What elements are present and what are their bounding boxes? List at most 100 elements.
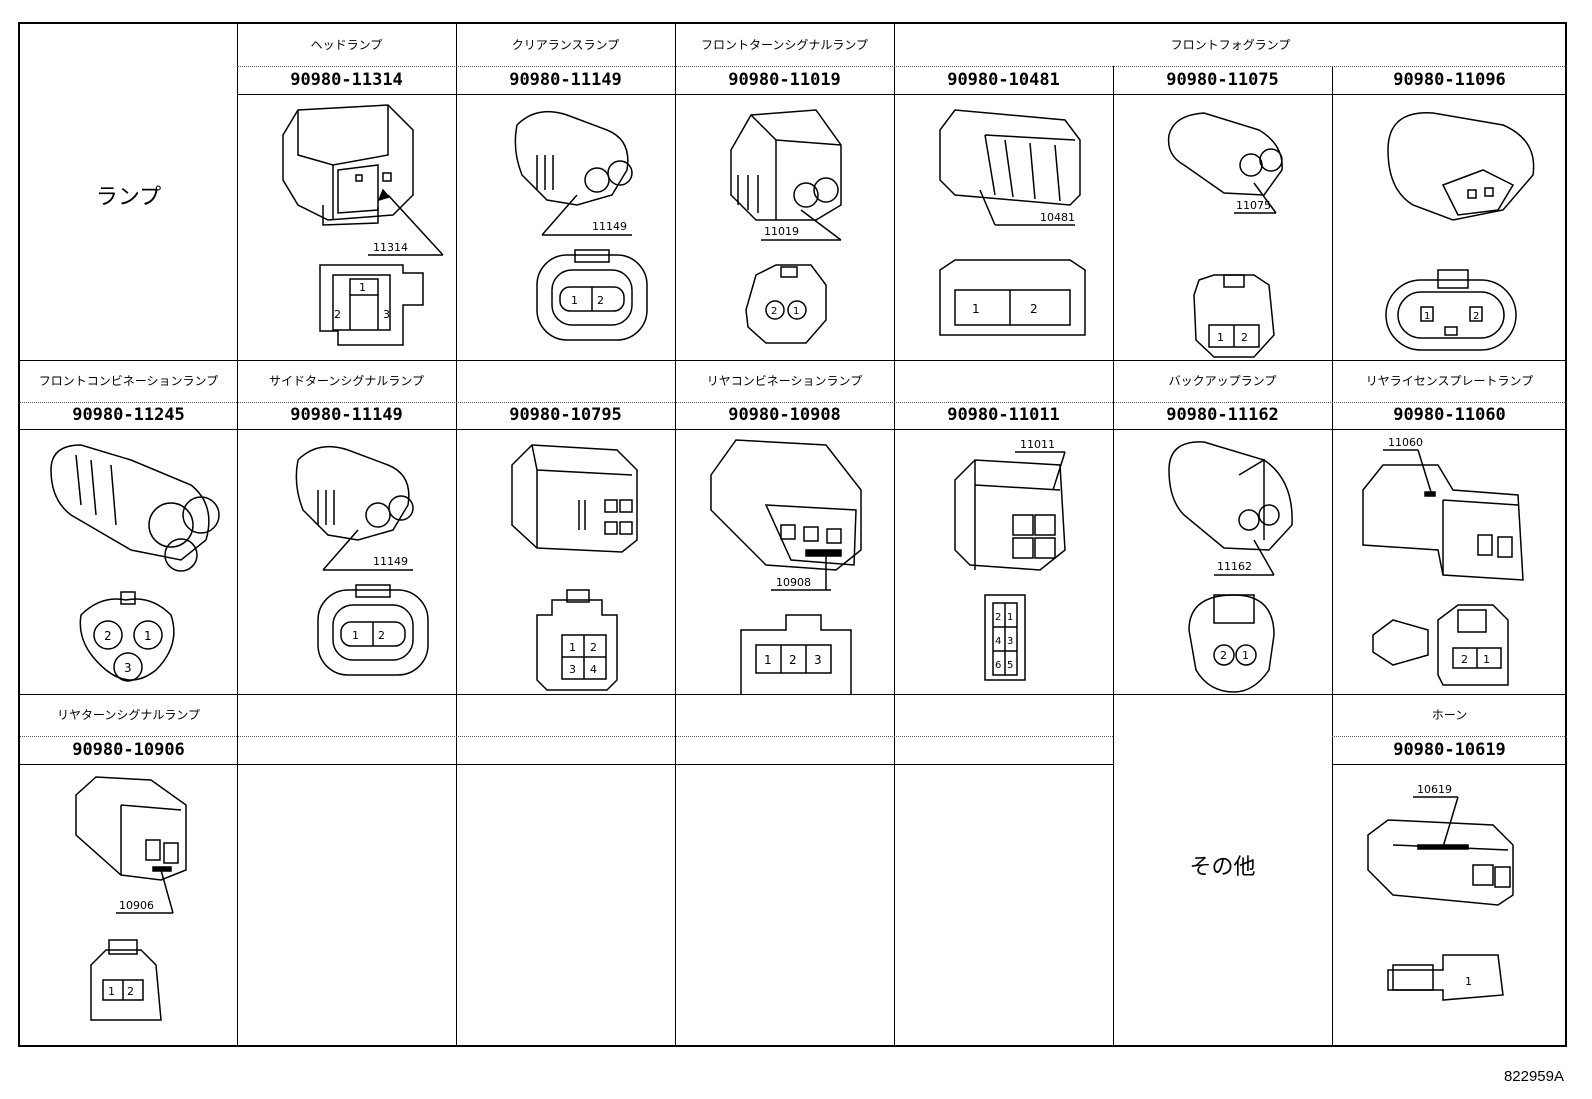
pin-number: 1 — [571, 294, 578, 307]
grid-line — [1113, 360, 1114, 1045]
connector-drawing: 11314 1 2 3 — [238, 95, 456, 360]
pin-number: 2 — [1241, 331, 1248, 344]
pin-number: 4 — [995, 636, 1001, 647]
pin-number: 6 — [995, 660, 1001, 671]
row-label-lamp: ランプ — [95, 185, 162, 210]
header-rear-turn-signal-lamp: リヤターンシグナルランプ — [56, 708, 201, 722]
grid-line — [1332, 66, 1333, 1045]
header-clearance-lamp: クリアランスランプ — [511, 38, 620, 52]
diagram-reference: 822959A — [1503, 1068, 1564, 1085]
part-number: 90980-11060 — [1393, 405, 1506, 425]
connector-drawing: 10908 1 2 3 — [676, 430, 894, 694]
pin-number: 1 — [144, 629, 152, 643]
connector-chart: ランプ ヘッドランプ クリアランスランプ フロントターンシグナルランプ フロント… — [18, 22, 1567, 1047]
grid-line — [1113, 66, 1114, 360]
part-number: 90980-11011 — [947, 405, 1060, 425]
pin-number: 2 — [127, 985, 134, 998]
connector-drawing: 11162 2 1 — [1114, 430, 1332, 694]
grid-line — [20, 429, 1567, 430]
pin-number: 5 — [1007, 660, 1013, 671]
connector-drawing: 10481 1 2 — [895, 95, 1113, 360]
pin-number: 3 — [1007, 636, 1013, 647]
grid-line — [894, 24, 895, 1045]
part-number: 90980-10481 — [947, 70, 1060, 90]
pin-number: 3 — [569, 663, 576, 676]
grid-line — [20, 694, 1567, 695]
pin-number: 2 — [1473, 311, 1479, 322]
callout-label: 11149 — [592, 220, 627, 233]
pin-number: 1 — [1242, 649, 1249, 662]
pin-number: 2 — [104, 629, 112, 643]
connector-drawing: 11149 1 2 — [238, 430, 456, 694]
pin-number: 1 — [1007, 612, 1013, 623]
part-number: 90980-11245 — [72, 405, 185, 425]
pin-number: 1 — [793, 306, 799, 317]
grid-line — [20, 360, 1567, 361]
callout-label: 11060 — [1388, 436, 1423, 449]
pin-number: 1 — [352, 629, 359, 642]
grid-line — [675, 24, 676, 1045]
connector-drawing: 1 2 3 4 — [457, 430, 675, 694]
part-number: 90980-11019 — [728, 70, 841, 90]
grid-line — [237, 24, 238, 1045]
callout-label: 11314 — [373, 241, 408, 254]
part-number: 90980-11314 — [290, 70, 403, 90]
grid-line — [1332, 764, 1567, 765]
part-number: 90980-11075 — [1166, 70, 1279, 90]
connector-drawing: 10619 1 — [1333, 765, 1567, 1045]
pin-number: 2 — [334, 308, 341, 321]
pin-number: 2 — [771, 306, 777, 317]
connector-drawing: 11075 1 2 — [1114, 95, 1332, 360]
pin-number: 2 — [597, 294, 604, 307]
part-number: 90980-10795 — [509, 405, 622, 425]
pin-number: 1 — [569, 641, 576, 654]
callout-label: 11011 — [1020, 438, 1055, 451]
grid-line — [237, 94, 1567, 95]
grid-line — [1332, 736, 1567, 737]
header-rear-combination-lamp: リヤコンビネーションランプ — [706, 374, 863, 388]
header-front-combination-lamp: フロントコンビネーションランプ — [38, 374, 219, 388]
part-number: 90980-10906 — [72, 740, 185, 760]
header-front-fog-lamp: フロントフォグランプ — [1170, 38, 1291, 52]
header-rear-license-plate-lamp: リヤライセンスプレートランプ — [1365, 374, 1534, 388]
part-number: 90980-10908 — [728, 405, 841, 425]
grid-line — [20, 736, 1113, 737]
pin-number: 1 — [1217, 331, 1224, 344]
part-number: 90980-11096 — [1393, 70, 1506, 90]
connector-drawing: 11149 1 2 — [457, 95, 675, 360]
callout-label: 10481 — [1040, 211, 1075, 224]
pin-number: 2 — [590, 641, 597, 654]
connector-drawing: 11011 2 1 4 3 6 5 — [895, 430, 1113, 694]
part-number: 90980-11149 — [290, 405, 403, 425]
pin-number: 1 — [1465, 975, 1472, 988]
connector-drawing: 2 1 3 — [21, 430, 237, 694]
connector-drawing: 1 2 — [1333, 95, 1567, 360]
pin-number: 2 — [789, 653, 797, 667]
pin-number: 1 — [1483, 653, 1490, 666]
header-backup-lamp: バックアップランプ — [1168, 374, 1277, 388]
pin-number: 4 — [590, 663, 597, 676]
part-number: 90980-10619 — [1393, 740, 1506, 760]
header-side-turn-signal-lamp: サイドターンシグナルランプ — [268, 374, 425, 388]
pin-number: 2 — [1220, 649, 1227, 662]
callout-label: 10619 — [1417, 783, 1452, 796]
pin-number: 1 — [1424, 311, 1430, 322]
connector-drawing: 10906 1 2 — [21, 765, 237, 1045]
pin-number: 2 — [995, 612, 1001, 623]
header-head-lamp: ヘッドランプ — [310, 38, 383, 52]
grid-line — [20, 402, 1567, 403]
pin-number: 2 — [1030, 302, 1038, 316]
part-number: 90980-11149 — [509, 70, 622, 90]
row-label-other: その他 — [1189, 855, 1256, 880]
grid-line — [237, 66, 1567, 67]
grid-line — [20, 764, 1113, 765]
header-horn: ホーン — [1431, 708, 1468, 722]
callout-label: 11162 — [1217, 560, 1252, 573]
connector-drawing: 11019 2 1 — [676, 95, 894, 360]
pin-number: 1 — [359, 281, 366, 294]
connector-drawing: 11060 2 1 — [1333, 430, 1567, 694]
callout-label: 10908 — [776, 576, 811, 589]
grid-line — [456, 24, 457, 1045]
pin-number: 1 — [764, 653, 772, 667]
callout-label: 11075 — [1236, 199, 1271, 212]
